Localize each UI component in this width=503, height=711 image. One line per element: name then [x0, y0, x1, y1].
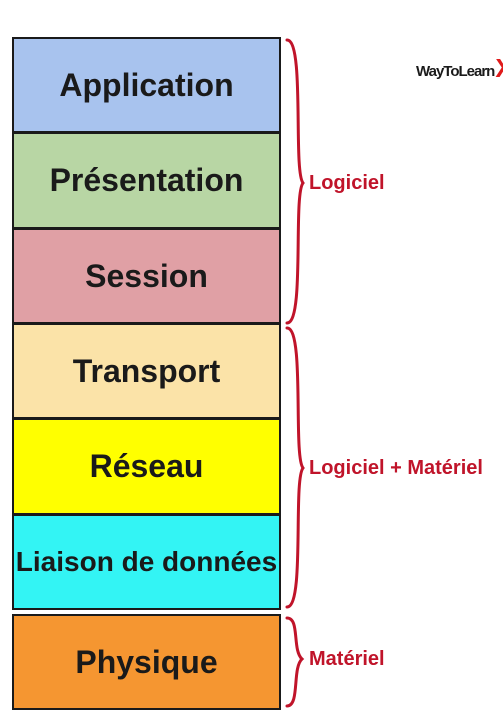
layer-presentation: Présentation	[12, 132, 281, 229]
brace-materiel	[285, 616, 305, 708]
group-label-logiciel: Logiciel	[309, 172, 385, 194]
brand-logo: WayToLearn X	[416, 55, 503, 81]
layer-application: Application	[12, 37, 281, 133]
brace-logiciel	[285, 38, 305, 325]
layer-session: Session	[12, 228, 281, 324]
brand-logo-x-mark: X	[495, 55, 503, 81]
brand-logo-text: WayToLearn	[416, 62, 495, 80]
layer-liaison-de-donnees: Liaison de données	[12, 514, 281, 610]
group-label-materiel: Matériel	[309, 648, 385, 670]
layer-physique: Physique	[12, 614, 281, 710]
layer-reseau: Réseau	[12, 418, 281, 515]
group-label-logiciel-materiel: Logiciel + Matériel	[309, 457, 483, 479]
brace-logiciel-materiel	[285, 326, 305, 609]
layer-transport: Transport	[12, 323, 281, 419]
